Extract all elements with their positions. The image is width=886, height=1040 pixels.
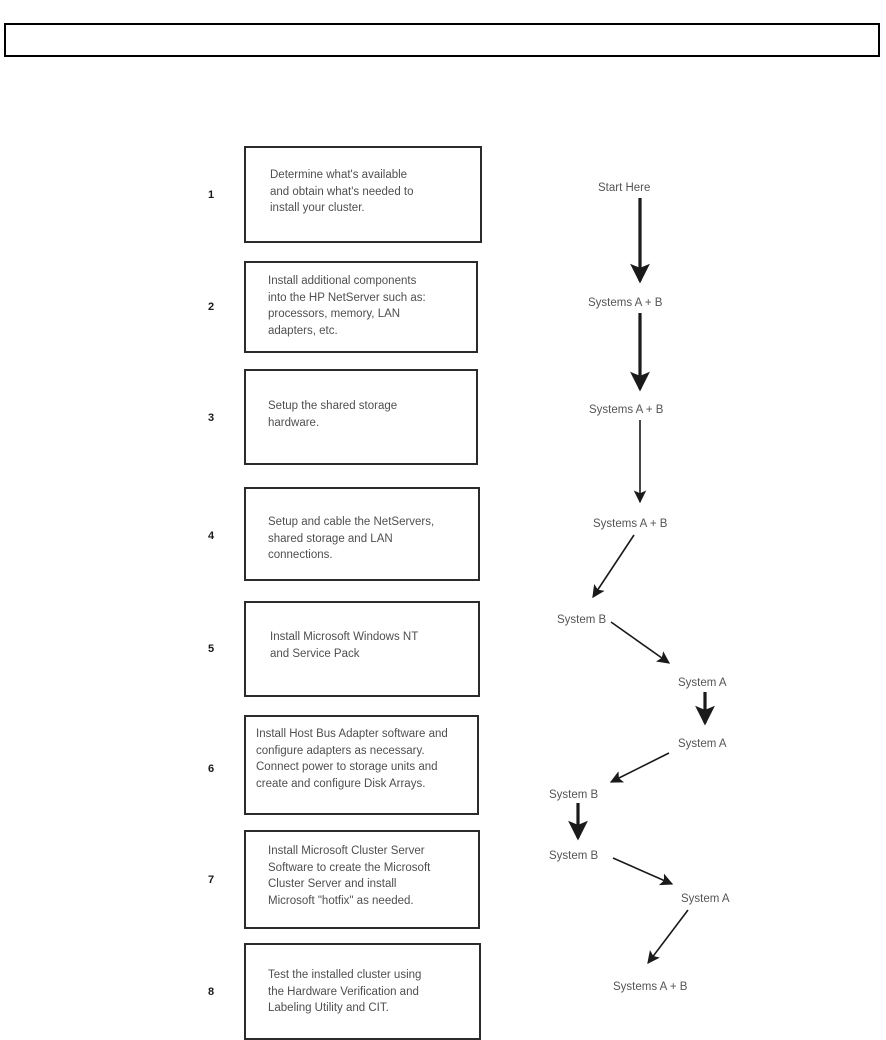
flow-node-label: Start Here (598, 182, 651, 194)
flow-node-label: Systems A + B (613, 981, 688, 993)
step-number: 3 (207, 412, 215, 424)
step-box: Install Microsoft Cluster Server Softwar… (244, 830, 480, 929)
step-box: Install Microsoft Windows NT and Service… (244, 601, 480, 697)
flow-arrow (610, 621, 671, 664)
flow-arrow (612, 857, 674, 886)
step-description: Install Microsoft Windows NT and Service… (270, 631, 419, 660)
step-box: Install additional components into the H… (244, 261, 478, 353)
flow-arrow (609, 752, 670, 783)
flow-node-label: System B (549, 850, 599, 862)
step-number: 5 (207, 643, 215, 655)
step-number: 7 (207, 874, 215, 886)
step-description: Setup and cable the NetServers, shared s… (268, 516, 435, 561)
step-description: Setup the shared storage hardware. (268, 400, 398, 429)
flow-node-label: System A (678, 677, 727, 689)
flow-node-label: System B (549, 789, 599, 801)
flow-node-label: Systems A + B (588, 297, 663, 309)
step-number: 4 (207, 530, 215, 542)
step-number: 6 (207, 763, 215, 775)
step-number: 1 (207, 189, 215, 201)
step-box: Determine what's available and obtain wh… (244, 146, 482, 243)
step-description: Install additional components into the H… (268, 275, 426, 337)
step-description: Test the installed cluster using the Har… (268, 969, 422, 1014)
flow-arrow (592, 534, 635, 599)
flow-node-label: Systems A + B (593, 518, 668, 530)
step-box: Install Host Bus Adapter software and co… (244, 715, 479, 815)
step-description: Install Microsoft Cluster Server Softwar… (268, 845, 431, 907)
step-description: Install Host Bus Adapter software and co… (256, 728, 448, 790)
step-box: Test the installed cluster using the Har… (244, 943, 481, 1040)
step-number: 2 (207, 301, 215, 313)
step-description: Determine what's available and obtain wh… (270, 169, 414, 214)
step-box: Setup the shared storage hardware. (244, 369, 478, 465)
step-number: 8 (207, 986, 215, 998)
header-bar (4, 23, 880, 57)
flow-node-label: System B (557, 614, 607, 626)
flow-arrow (647, 909, 689, 965)
flow-node-label: Systems A + B (589, 404, 664, 416)
step-box: Setup and cable the NetServers, shared s… (244, 487, 480, 581)
flow-node-label: System A (681, 893, 730, 905)
flow-node-label: System A (678, 738, 727, 750)
